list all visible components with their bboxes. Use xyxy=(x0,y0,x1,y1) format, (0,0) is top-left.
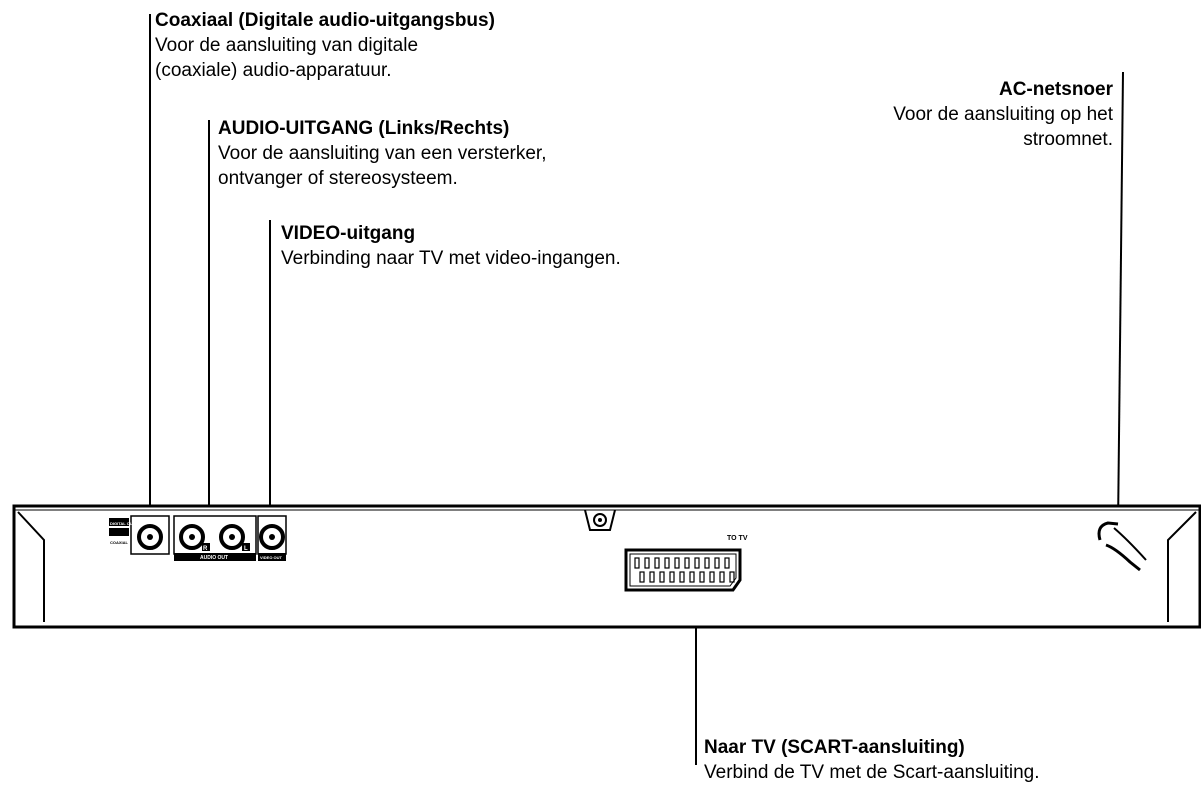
scart-pin xyxy=(649,571,655,583)
audio-out-callout-description: Voor de aansluiting van een versterker, … xyxy=(218,143,547,189)
coaxial-callout-description: Voor de aansluiting van digitale (coaxia… xyxy=(155,35,419,81)
ac-cord-callout: AC-netsnoer Voor de aansluiting op het s… xyxy=(773,77,1113,152)
scart-pin xyxy=(719,571,725,583)
scart-pin xyxy=(644,557,650,569)
digital-out-label: DIGITAL OUT xyxy=(110,521,136,526)
scart-pin xyxy=(699,571,705,583)
scart-pin xyxy=(689,571,695,583)
video-out-callout-description: Verbinding naar TV met video-ingangen. xyxy=(281,248,621,269)
scart-pin xyxy=(684,557,690,569)
coaxial-callout: Coaxiaal (Digitale audio-uitgangsbus) Vo… xyxy=(155,8,495,83)
scart-pin xyxy=(669,571,675,583)
audio-out-callout: AUDIO-UITGANG (Links/Rechts) Voor de aan… xyxy=(218,116,546,191)
device-rear-panel xyxy=(12,504,1201,629)
scart-pin xyxy=(639,571,645,583)
audio-out-label: AUDIO OUT xyxy=(200,555,228,561)
scart-pin xyxy=(634,557,640,569)
scart-connector-icon xyxy=(624,548,742,592)
ac-cord-callout-title: AC-netsnoer xyxy=(998,79,1113,100)
audio-out-jack-group xyxy=(173,515,257,561)
video-out-label: VIDEO OUT xyxy=(260,555,283,560)
scart-pin xyxy=(654,557,660,569)
video-out-callout: VIDEO-uitgang Verbinding naar TV met vid… xyxy=(281,221,621,271)
scart-callout-title: Naar TV (SCART-aansluiting) xyxy=(704,737,965,758)
coaxial-callout-title: Coaxiaal (Digitale audio-uitgangsbus) xyxy=(155,10,495,31)
to-tv-label: TO TV xyxy=(727,535,748,542)
ac-leader-line xyxy=(1117,71,1124,529)
scart-pin xyxy=(714,557,720,569)
left-channel-label: L xyxy=(244,546,248,552)
scart-pin xyxy=(664,557,670,569)
video-out-jack-group xyxy=(257,515,287,561)
video-out-callout-title: VIDEO-uitgang xyxy=(281,223,416,244)
right-channel-label: R xyxy=(203,546,208,552)
scart-pin xyxy=(659,571,665,583)
scart-pin xyxy=(679,571,685,583)
scart-callout: Naar TV (SCART-aansluiting) Verbind de T… xyxy=(704,735,1040,785)
audio-out-callout-title: AUDIO-UITGANG (Links/Rechts) xyxy=(218,118,510,139)
coaxial-label: COAXIAL xyxy=(110,540,129,545)
scart-pin xyxy=(729,571,735,583)
ac-cord-callout-description: Voor de aansluiting op het stroomnet. xyxy=(893,104,1113,150)
scart-pin xyxy=(709,571,715,583)
scart-pin xyxy=(724,557,730,569)
scart-pin xyxy=(674,557,680,569)
scart-pin xyxy=(704,557,710,569)
scart-callout-description: Verbind de TV met de Scart-aansluiting. xyxy=(704,762,1040,783)
ac-power-cord-icon xyxy=(1097,521,1147,572)
coaxial-jack-group xyxy=(109,515,170,555)
scart-pin xyxy=(694,557,700,569)
